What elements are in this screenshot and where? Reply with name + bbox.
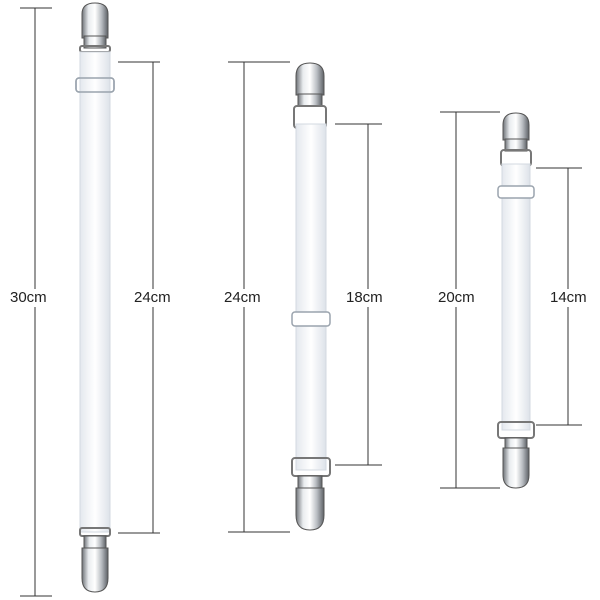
strap-3-strap-length-label: 14cm <box>548 289 589 307</box>
strap-2-adjuster <box>291 311 331 327</box>
strap-1-band <box>79 51 111 533</box>
strap-2 <box>228 61 382 533</box>
strap-3-band <box>501 163 531 431</box>
strap-2-strap-length-label: 18cm <box>344 289 385 307</box>
strap-3-bottom-clip <box>497 421 535 489</box>
strap-3-adjuster <box>497 185 535 199</box>
strap-2-bottom-clip <box>291 457 331 531</box>
strap-1-strap-length-label: 24cm <box>132 289 173 307</box>
strap-1-top-clip <box>79 2 111 53</box>
strap-3-overall-length-label: 20cm <box>436 289 477 307</box>
strap-1-overall-length-label: 30cm <box>8 289 49 307</box>
strap-3 <box>440 111 582 489</box>
strap-2-overall-length-label: 24cm <box>222 289 263 307</box>
strap-2-top-clip <box>293 62 327 129</box>
strap-1 <box>20 2 160 597</box>
strap-3-top-clip <box>500 112 532 167</box>
strap-1-bottom-clip <box>79 527 111 593</box>
strap-2-band <box>295 123 327 471</box>
